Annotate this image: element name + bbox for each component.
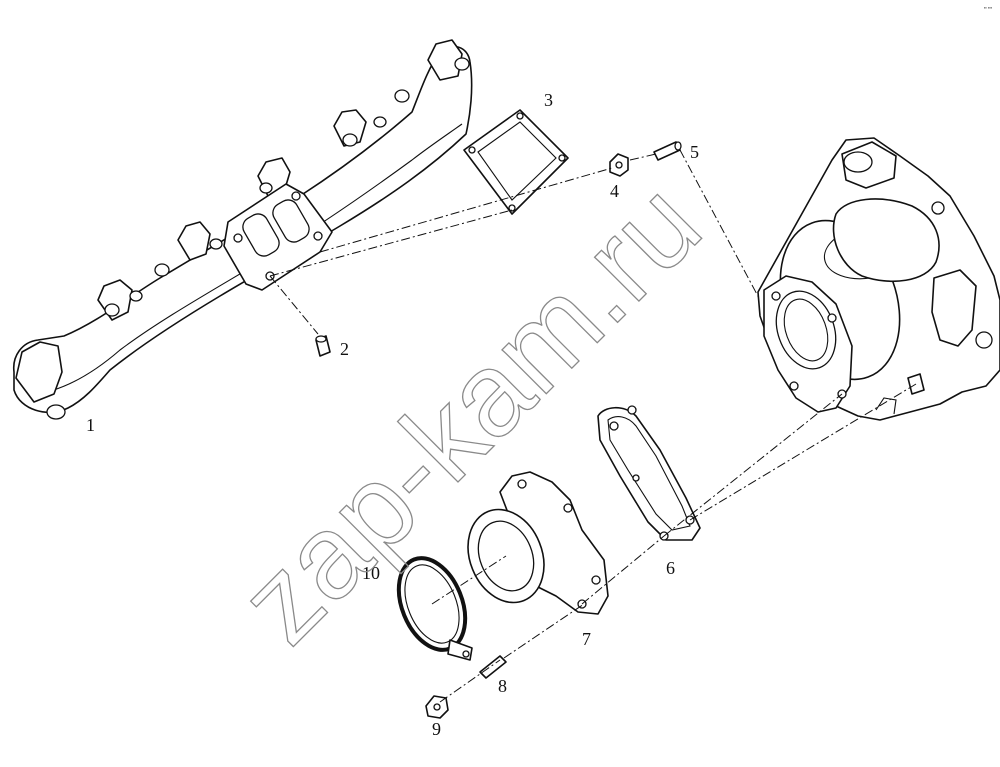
nut-9	[425, 695, 449, 719]
callout-3: 3	[544, 90, 553, 110]
callouts: 1 2 3 4 5 6 7 8 9 10	[86, 90, 699, 739]
callout-1: 1	[86, 415, 95, 435]
callout-7: 7	[582, 629, 591, 649]
stud-5	[653, 141, 682, 161]
turbocharger	[757, 137, 1000, 421]
callout-5: 5	[690, 142, 699, 162]
callout-8: 8	[498, 676, 507, 696]
nut-4	[609, 153, 629, 177]
stud-2	[315, 335, 331, 357]
callout-4: 4	[610, 181, 619, 201]
stud-8	[479, 655, 507, 679]
callout-6: 6	[666, 558, 675, 578]
callout-10: 10	[362, 563, 380, 583]
assembly-lines	[269, 149, 917, 703]
exhaust-manifold	[13, 39, 473, 420]
gasket-3	[463, 109, 569, 215]
callout-9: 9	[432, 719, 441, 739]
corner-mark: ▪▪ ▪▪▪	[984, 5, 993, 10]
gasket-6	[597, 405, 701, 541]
callout-2: 2	[340, 339, 349, 359]
